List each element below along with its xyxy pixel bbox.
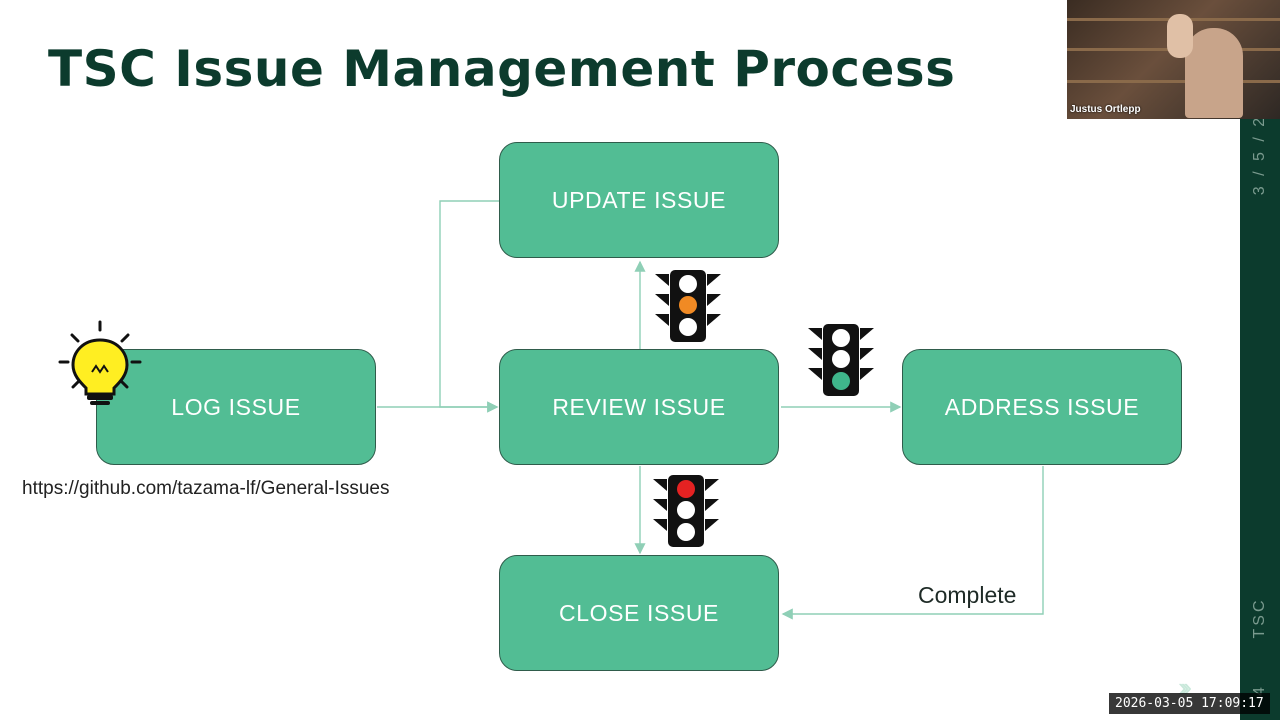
complete-label: Complete: [918, 582, 1017, 608]
review-issue-label: REVIEW ISSUE: [552, 393, 726, 420]
participant-video-tile[interactable]: Justus Ortlepp: [1067, 0, 1280, 119]
update-issue-box: UPDATE ISSUE: [499, 142, 779, 258]
log-issue-label: LOG ISSUE: [171, 393, 301, 420]
recording-timestamp: 2026-03-05 17:09:17: [1109, 693, 1270, 714]
close-issue-label: CLOSE ISSUE: [559, 599, 719, 626]
close-issue-box: CLOSE ISSUE: [499, 555, 779, 671]
sidebar-section-number: 3 / 5 / 2: [1251, 114, 1268, 196]
raised-hand: [1167, 14, 1193, 58]
slide-title: TSC Issue Management Process: [48, 40, 956, 98]
update-issue-label: UPDATE ISSUE: [551, 186, 727, 213]
sidebar-label: TSC: [1251, 597, 1268, 639]
participant-figure: [1185, 28, 1243, 118]
review-issue-box: REVIEW ISSUE: [499, 349, 779, 465]
participant-name: Justus Ortlepp: [1070, 104, 1141, 115]
address-issue-box: ADDRESS ISSUE: [902, 349, 1182, 465]
issues-url: https://github.com/tazama-lf/General-Iss…: [22, 478, 390, 499]
shelf-decoration: [1067, 80, 1280, 83]
slide-sidebar: [1240, 118, 1280, 720]
log-issue-box: LOG ISSUE: [96, 349, 376, 465]
address-issue-label: ADDRESS ISSUE: [944, 393, 1140, 420]
